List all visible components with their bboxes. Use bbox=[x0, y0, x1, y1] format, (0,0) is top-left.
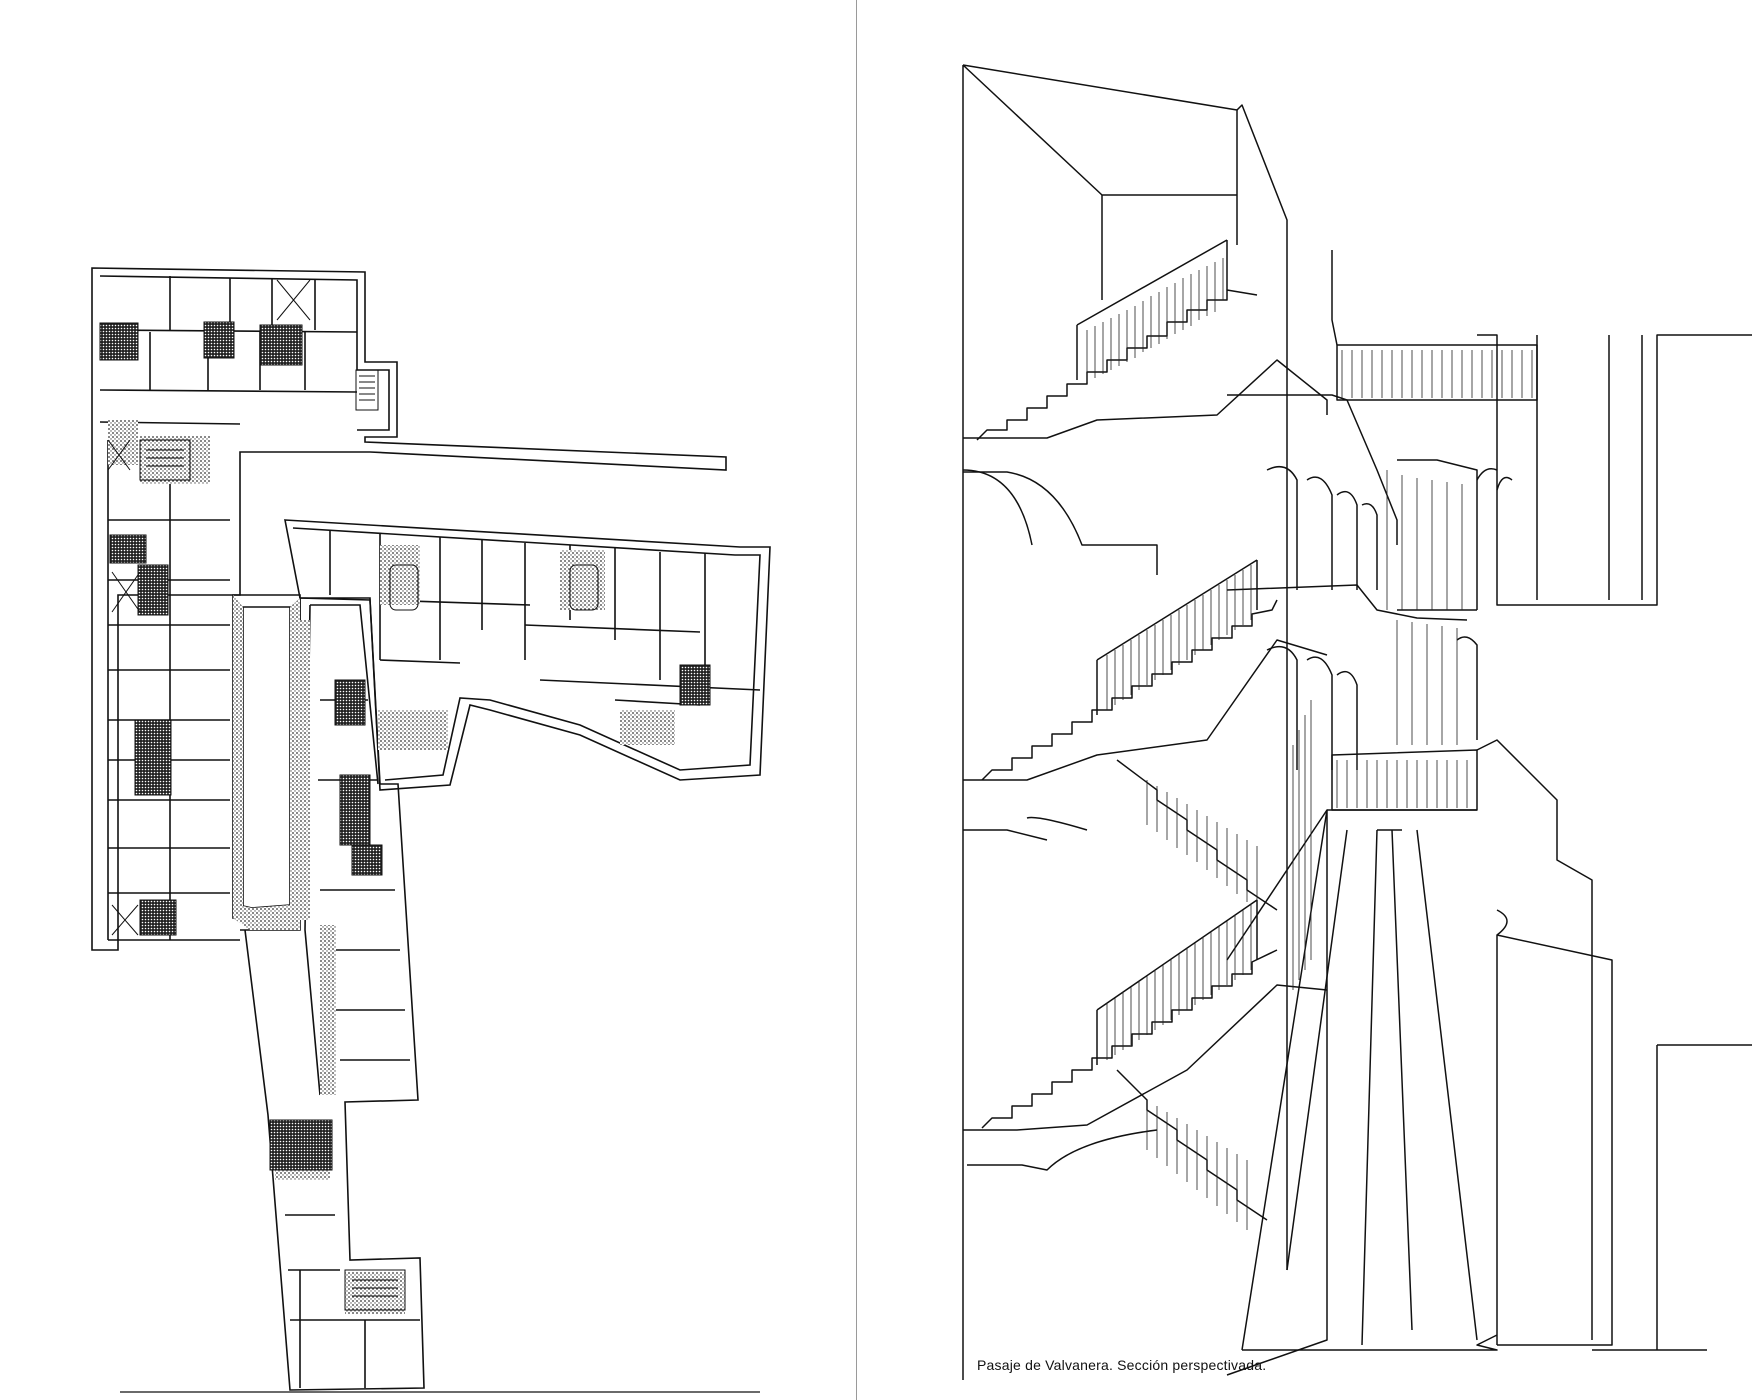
east-wing-outline bbox=[284, 519, 771, 791]
stair-flight-mid bbox=[981, 599, 1278, 781]
passage-floor bbox=[1241, 809, 1478, 1351]
floor-plan-drawing bbox=[91, 267, 771, 1393]
stair-flight-top bbox=[976, 289, 1258, 441]
south-wing-outline bbox=[240, 597, 425, 1391]
north-wing-outline bbox=[91, 267, 727, 951]
perspective-section-drawing bbox=[962, 64, 1752, 1380]
section-outline bbox=[962, 64, 1238, 1380]
page-divider bbox=[856, 0, 857, 1400]
drawing-caption: Pasaje de Valvanera. Sección perspectiva… bbox=[977, 1357, 1267, 1373]
